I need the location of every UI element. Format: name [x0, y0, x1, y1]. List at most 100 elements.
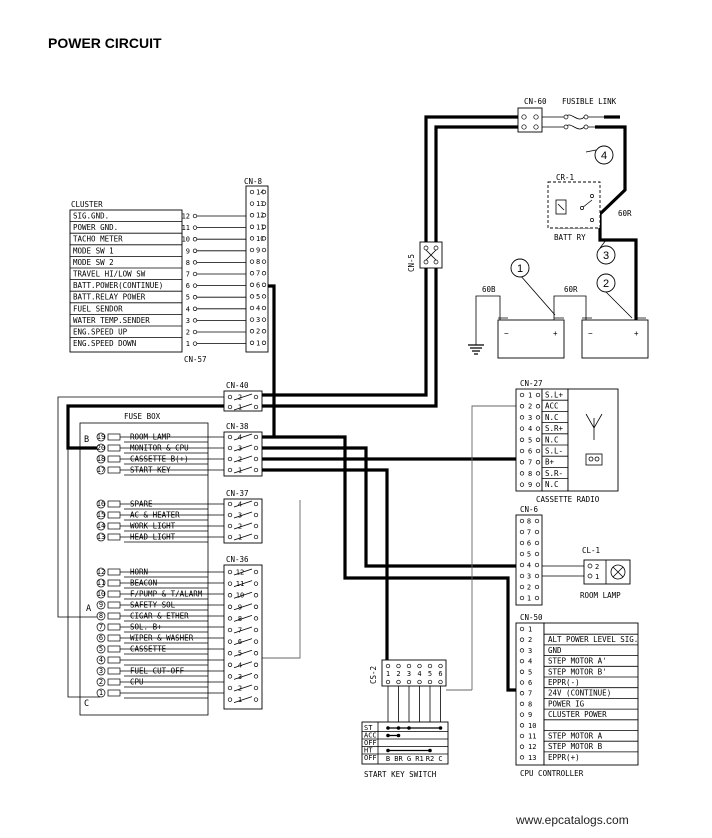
room-lamp-name: ROOM LAMP — [580, 591, 621, 600]
cpu-pin-number: 8 — [528, 700, 532, 708]
cn37-label: CN-37 — [226, 489, 249, 498]
cs2-label: CS-2 — [369, 666, 378, 684]
fuse-box-title: FUSE BOX — [124, 412, 161, 421]
cpu-pin-label: EPPR(+) — [548, 753, 580, 762]
connector-pin: 3 — [238, 445, 242, 453]
battery-2-minus: − — [588, 329, 593, 338]
cn8-pin: 12 — [256, 212, 264, 220]
relay-name: BATT RY — [554, 233, 586, 242]
radio-pin-label: N.C — [545, 480, 559, 489]
cn38-label: CN-38 — [226, 422, 249, 431]
fuse-icon — [107, 656, 121, 664]
cluster-row-label: BATT.POWER(CONTINUE) — [73, 281, 163, 290]
batteries: − + − + 60B 60R — [468, 285, 649, 359]
fuse-icon — [107, 568, 121, 576]
connector-pin: 12 — [236, 569, 244, 577]
lamp-icon — [610, 564, 626, 580]
radio-pin-number: 1 — [528, 392, 532, 400]
fuse-number: 6 — [99, 634, 103, 642]
cn5-connector: CN-5 — [407, 241, 443, 272]
connector-pin: 3 — [238, 673, 242, 681]
svg-text:4: 4 — [601, 150, 607, 162]
cs2-pin: 2 — [396, 670, 400, 678]
fuse-icon — [107, 444, 121, 452]
callout-1 — [510, 258, 530, 278]
cpu-pin-number: 13 — [528, 754, 536, 762]
cluster-row-label: BATT.RELAY POWER — [73, 293, 146, 302]
fuse-label: AC & HEATER — [130, 511, 180, 520]
battery-1-plus: + — [553, 329, 558, 338]
cluster-title: CLUSTER — [71, 200, 103, 209]
radio-pin-number: 5 — [528, 436, 532, 444]
switch-table — [361, 721, 449, 765]
fuse-label: ROOM LAMP — [130, 433, 171, 442]
cpu-pin-label: POWER IG — [548, 699, 585, 708]
cn8-pin: 7 — [256, 270, 260, 278]
fuse-number: 11 — [97, 579, 105, 587]
fuse-number: 20 — [97, 444, 105, 452]
cpu-pin-number: 9 — [528, 711, 532, 719]
fuse-number: 10 — [97, 590, 105, 598]
cn50-label: CN-50 — [520, 613, 543, 622]
cluster-row-label: SIG.GND. — [73, 212, 109, 221]
radio-pin-number: 3 — [528, 414, 532, 422]
cn6-pin: 3 — [527, 573, 531, 581]
radio-pin-number: 7 — [528, 459, 532, 467]
fuse-icon — [107, 511, 121, 519]
cluster-row-pin: 12 — [182, 213, 190, 221]
relay-coil — [555, 199, 567, 215]
fuse-icon — [107, 500, 121, 508]
fuse-label: WIPER & WASHER — [130, 634, 194, 643]
fuse-icon — [107, 522, 121, 530]
connector-pin: 4 — [238, 661, 242, 669]
cn6-pin: 1 — [527, 595, 531, 603]
cn5-label: CN-5 — [407, 254, 416, 272]
fuse-icon — [107, 533, 121, 541]
fuse-label: F/PUMP & T/ALARM — [130, 590, 203, 599]
cn36-label: CN-36 — [226, 555, 249, 564]
connector-pin: 3 — [238, 512, 242, 520]
cluster-row-label: MODE SW 1 — [73, 246, 114, 255]
cpu-pin-label: GND — [548, 646, 562, 655]
fuse-label: WORK LIGHT — [130, 522, 176, 531]
fuse-icon — [107, 645, 121, 653]
cluster-row-pin: 10 — [182, 236, 190, 244]
cn8-pin: 8 — [256, 258, 260, 266]
radio-unit — [567, 388, 619, 492]
fuse-icon — [107, 623, 121, 631]
cn40-label: CN-40 — [226, 381, 249, 390]
cluster-row-pin: 6 — [186, 282, 190, 290]
cluster-row-pin: 7 — [186, 271, 190, 279]
room-lamp-body — [583, 559, 631, 585]
connector-pin: 9 — [238, 603, 242, 611]
fuse-box-outline — [79, 422, 209, 716]
cs2-pin: 4 — [417, 670, 421, 678]
fuse-group-b: B — [84, 435, 89, 445]
thin-wires — [57, 149, 633, 698]
cn6-pin: 8 — [527, 518, 531, 526]
connector-pin: 2 — [238, 394, 242, 402]
switch-terminal: R2 — [426, 755, 434, 763]
cluster-row-label: TRAVEL HI/LOW SW — [73, 270, 146, 279]
svg-text:2: 2 — [603, 278, 609, 290]
diagram-title: POWER CIRCUIT — [48, 35, 162, 51]
fuse-number: 14 — [97, 522, 105, 530]
radio-pin-label: S.L- — [545, 447, 563, 456]
fuse-label: FUEL CUT-OFF — [130, 667, 185, 676]
fuse-number: 1 — [99, 689, 103, 697]
cpu-pin-number: 1 — [528, 626, 532, 634]
cluster-row-pin: 4 — [186, 305, 190, 313]
cs2-pin: 6 — [438, 670, 442, 678]
fuse-number: 5 — [99, 645, 103, 653]
callout-2 — [596, 273, 616, 293]
battery-1-minus: − — [504, 329, 509, 338]
fuse-icon — [107, 678, 121, 686]
cn6-pin: 5 — [527, 551, 531, 559]
radio-pin-label: S.R- — [545, 469, 563, 478]
